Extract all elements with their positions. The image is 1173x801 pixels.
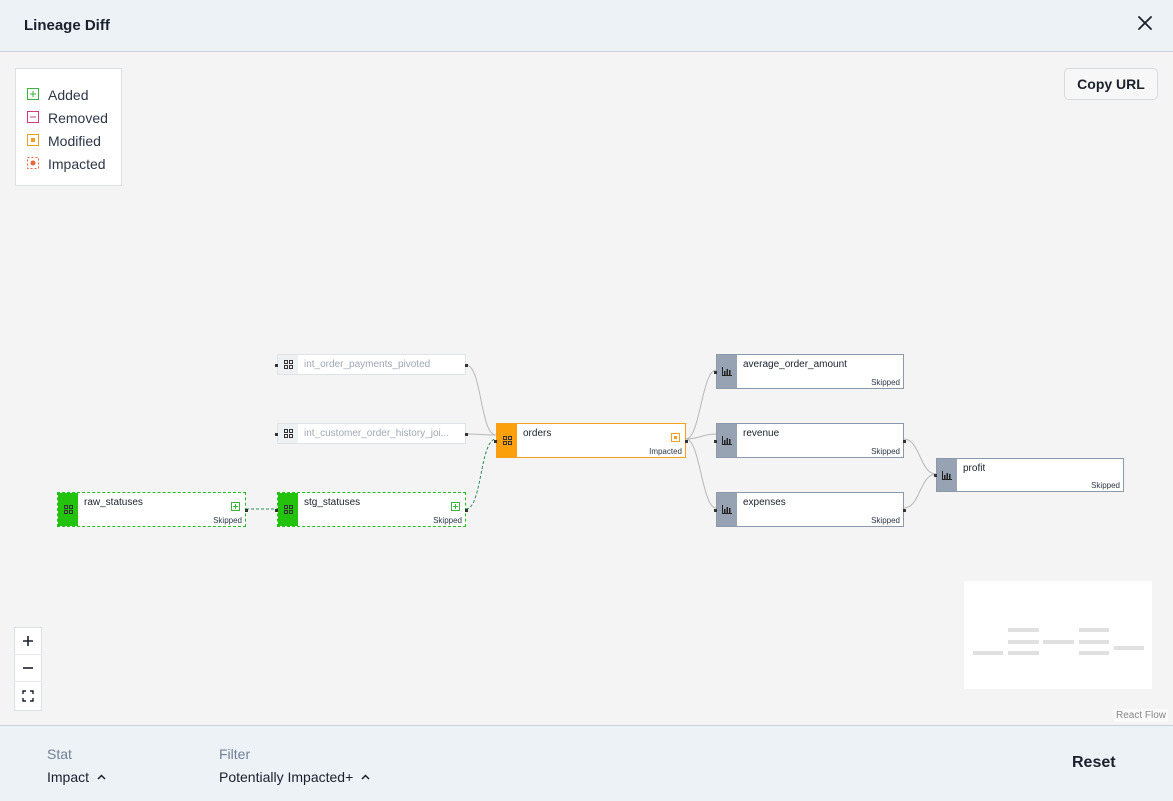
copy-url-button[interactable]: Copy URL (1064, 68, 1158, 100)
dialog-title: Lineage Diff (24, 17, 110, 34)
legend-item-modified: Modified (27, 129, 121, 152)
node-handle[interactable] (465, 508, 468, 512)
added-icon (231, 498, 240, 511)
model-icon (278, 424, 298, 443)
node-stg-statuses[interactable]: stg_statuses Skipped (275, 492, 468, 527)
legend-label: Modified (48, 132, 101, 149)
zoom-in-button[interactable] (15, 628, 41, 655)
impacted-icon (27, 157, 40, 170)
lineage-edges (246, 364, 937, 510)
added-icon (27, 88, 40, 101)
chevron-up-icon (361, 774, 370, 780)
node-label: revenue (743, 428, 780, 439)
minimap-nodes (973, 628, 1144, 655)
metric-chart-icon (717, 493, 737, 526)
node-label: average_order_amount (743, 359, 847, 370)
legend-label: Impacted (48, 155, 106, 172)
node-status: Skipped (1091, 481, 1120, 490)
edge-revenue-profit (903, 438, 937, 475)
metric-chart-icon (717, 355, 737, 388)
node-handle[interactable] (934, 474, 937, 477)
node-handle[interactable] (714, 508, 717, 512)
node-label: stg_statuses (304, 497, 361, 508)
legend-item-impacted: Impacted (27, 152, 121, 175)
node-label: orders (523, 428, 552, 439)
node-average-order-amount[interactable]: average_order_amount Skipped (714, 354, 904, 389)
zoom-out-button[interactable] (15, 655, 41, 682)
node-raw-statuses[interactable]: raw_statuses Skipped (57, 492, 248, 527)
edge-payments-orders (465, 364, 497, 436)
node-int-customer-order-history-joined[interactable]: int_customer_order_history_joi... (275, 423, 468, 444)
node-handle[interactable] (903, 439, 906, 443)
edge-stg-orders (465, 438, 497, 510)
filter-value: Potentially Impacted+ (219, 769, 354, 785)
legend-item-removed: Removed (27, 106, 121, 129)
node-label: raw_statuses (84, 497, 143, 508)
node-profit[interactable]: profit Skipped (934, 458, 1124, 492)
node-status: Skipped (871, 378, 900, 387)
node-handle[interactable] (494, 439, 497, 443)
edge-expenses-profit (903, 473, 937, 509)
minus-icon (23, 667, 33, 669)
node-status: Skipped (871, 447, 900, 456)
edge-customer-orders (465, 433, 497, 436)
stat-select[interactable]: Impact (47, 769, 106, 785)
edge-orders-expenses (685, 438, 717, 509)
legend-label: Added (48, 86, 89, 103)
model-icon (58, 493, 78, 526)
node-status: Skipped (871, 516, 900, 525)
dialog-footer: Stat Impact Filter Potentially Impacted+… (0, 725, 1173, 801)
metric-chart-icon (717, 424, 737, 457)
node-handle[interactable] (465, 432, 468, 436)
node-handle[interactable] (275, 432, 278, 436)
node-handle[interactable] (465, 363, 468, 367)
node-handle[interactable] (275, 508, 278, 512)
modified-icon (27, 134, 40, 147)
filter-select[interactable]: Potentially Impacted+ (219, 769, 370, 785)
fit-view-icon (22, 689, 34, 702)
node-label: profit (963, 463, 986, 474)
edge-orders-aoo (685, 369, 717, 440)
model-icon (278, 493, 298, 526)
fit-view-button[interactable] (15, 682, 41, 709)
node-orders[interactable]: orders Impacted (494, 423, 688, 458)
model-icon (497, 424, 517, 457)
node-handle[interactable] (275, 363, 278, 367)
node-expenses[interactable]: expenses Skipped (714, 492, 906, 527)
node-handle[interactable] (714, 439, 717, 443)
node-handle[interactable] (245, 508, 248, 512)
lineage-canvas[interactable]: Added Removed Modified Impacted Copy URL… (0, 53, 1173, 725)
node-status: Skipped (213, 516, 242, 525)
legend-item-added: Added (27, 83, 121, 106)
removed-icon (27, 111, 40, 124)
close-icon[interactable] (1134, 12, 1156, 34)
legend: Added Removed Modified Impacted (15, 68, 122, 186)
dialog-header: Lineage Diff (0, 0, 1173, 52)
reset-button[interactable]: Reset (1072, 754, 1116, 771)
chevron-up-icon (97, 774, 106, 780)
metric-chart-icon (937, 459, 957, 491)
node-label: int_customer_order_history_joi... (304, 428, 450, 439)
node-handle[interactable] (685, 439, 688, 443)
stat-value: Impact (47, 769, 90, 785)
node-label: int_order_payments_pivoted (304, 359, 431, 370)
node-label: expenses (743, 497, 786, 508)
node-revenue[interactable]: revenue Skipped (714, 423, 906, 458)
node-status: Skipped (433, 516, 462, 525)
model-icon (278, 355, 298, 374)
node-handle[interactable] (903, 508, 906, 512)
node-int-order-payments-pivoted[interactable]: int_order_payments_pivoted (275, 354, 468, 375)
legend-label: Removed (48, 109, 108, 126)
filter-label: Filter (219, 746, 251, 762)
node-handle[interactable] (714, 370, 717, 374)
node-status: Impacted (649, 447, 682, 456)
modified-icon (671, 429, 680, 442)
zoom-controls (14, 627, 42, 711)
edge-orders-revenue (685, 433, 717, 440)
stat-label: Stat (47, 746, 72, 762)
minimap[interactable] (964, 581, 1152, 689)
plus-icon (23, 636, 33, 646)
react-flow-attribution[interactable]: React Flow (1114, 709, 1169, 722)
added-icon (451, 498, 460, 511)
